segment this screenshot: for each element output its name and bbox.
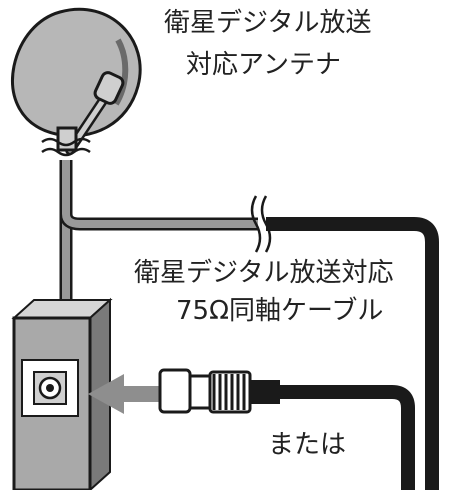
satellite-dish-icon [11,7,142,157]
cable-plug-icon [158,368,300,414]
insert-arrow-icon [88,374,166,414]
antenna-label-line1: 衛星デジタル放送 [164,8,372,38]
wall-cable [59,160,258,300]
or-label: または [268,430,347,460]
antenna-label-line2: 対応アンテナ [186,50,341,80]
cable-label-line1: 衛星デジタル放送対応 [134,258,394,288]
coaxial-cable [266,217,439,490]
cable-label-line2: 75Ω同軸ケーブル [176,296,384,326]
